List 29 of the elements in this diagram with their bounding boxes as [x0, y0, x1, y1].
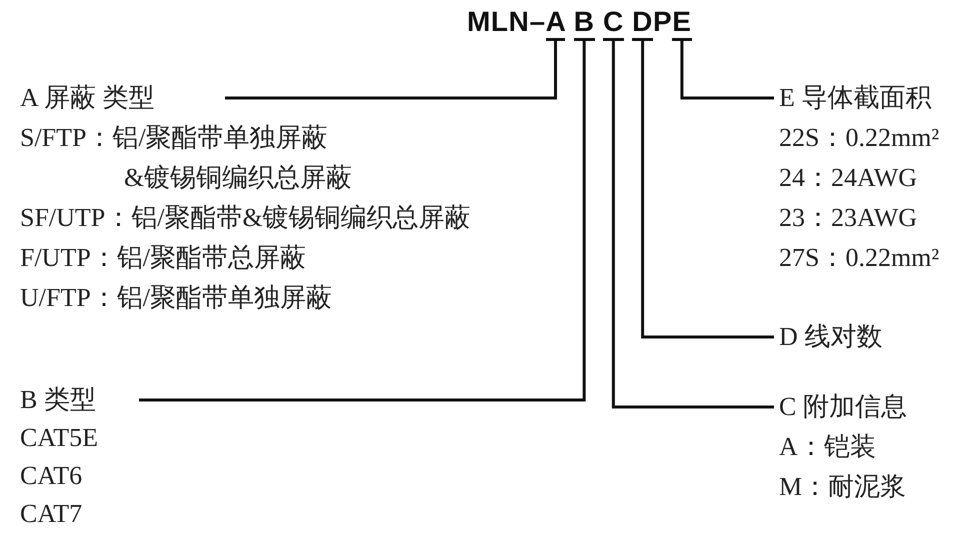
underline-bar: [632, 38, 654, 41]
option-text: CAT7: [20, 498, 84, 530]
section-heading: B 类型: [20, 384, 97, 416]
underline-bar: [546, 38, 566, 41]
option-text: A：铠装: [779, 431, 877, 463]
leader-line: [680, 40, 774, 100]
option-text: M：耐泥浆: [779, 471, 906, 503]
leader-line: [225, 40, 557, 100]
option-text: 24：24AWG: [779, 162, 918, 194]
option-text: 22S：0.22mm²: [779, 122, 940, 154]
option-text: CAT5E: [20, 422, 98, 454]
leader-line: [139, 40, 586, 402]
leader-line: [612, 40, 774, 408]
option-text: SF/UTP：铝/聚酯带&镀锡铜编织总屏蔽: [20, 202, 471, 234]
option-text: F/UTP：铝/聚酯带总屏蔽: [20, 242, 308, 274]
underline-bar: [672, 38, 692, 41]
option-text: CAT6: [20, 460, 84, 492]
option-text: S/FTP：铝/聚酯带单独屏蔽 &镀锡铜编织总屏蔽: [20, 122, 354, 194]
underline-bar: [602, 38, 624, 41]
option-text: 27S：0.22mm²: [779, 242, 940, 274]
model-code-title: MLN–A B C DPE: [467, 6, 692, 38]
section-heading: C 附加信息: [779, 391, 907, 423]
leader-line: [641, 40, 774, 338]
option-text: 23：23AWG: [779, 202, 918, 234]
section-heading: A 屏蔽 类型: [20, 82, 156, 114]
section-heading: D 线对数: [779, 321, 882, 353]
section-heading: E 导体截面积: [779, 82, 932, 114]
option-text: U/FTP：铝/聚酯带单独屏蔽: [20, 282, 334, 314]
underline-bar: [574, 38, 595, 41]
